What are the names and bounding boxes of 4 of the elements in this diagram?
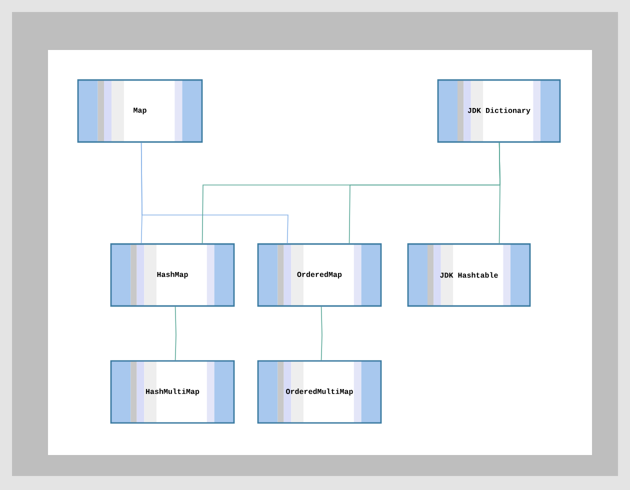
connector-line xyxy=(498,142,500,244)
connector-line xyxy=(174,306,176,361)
connector-line xyxy=(320,306,322,361)
connector-line xyxy=(140,142,288,244)
